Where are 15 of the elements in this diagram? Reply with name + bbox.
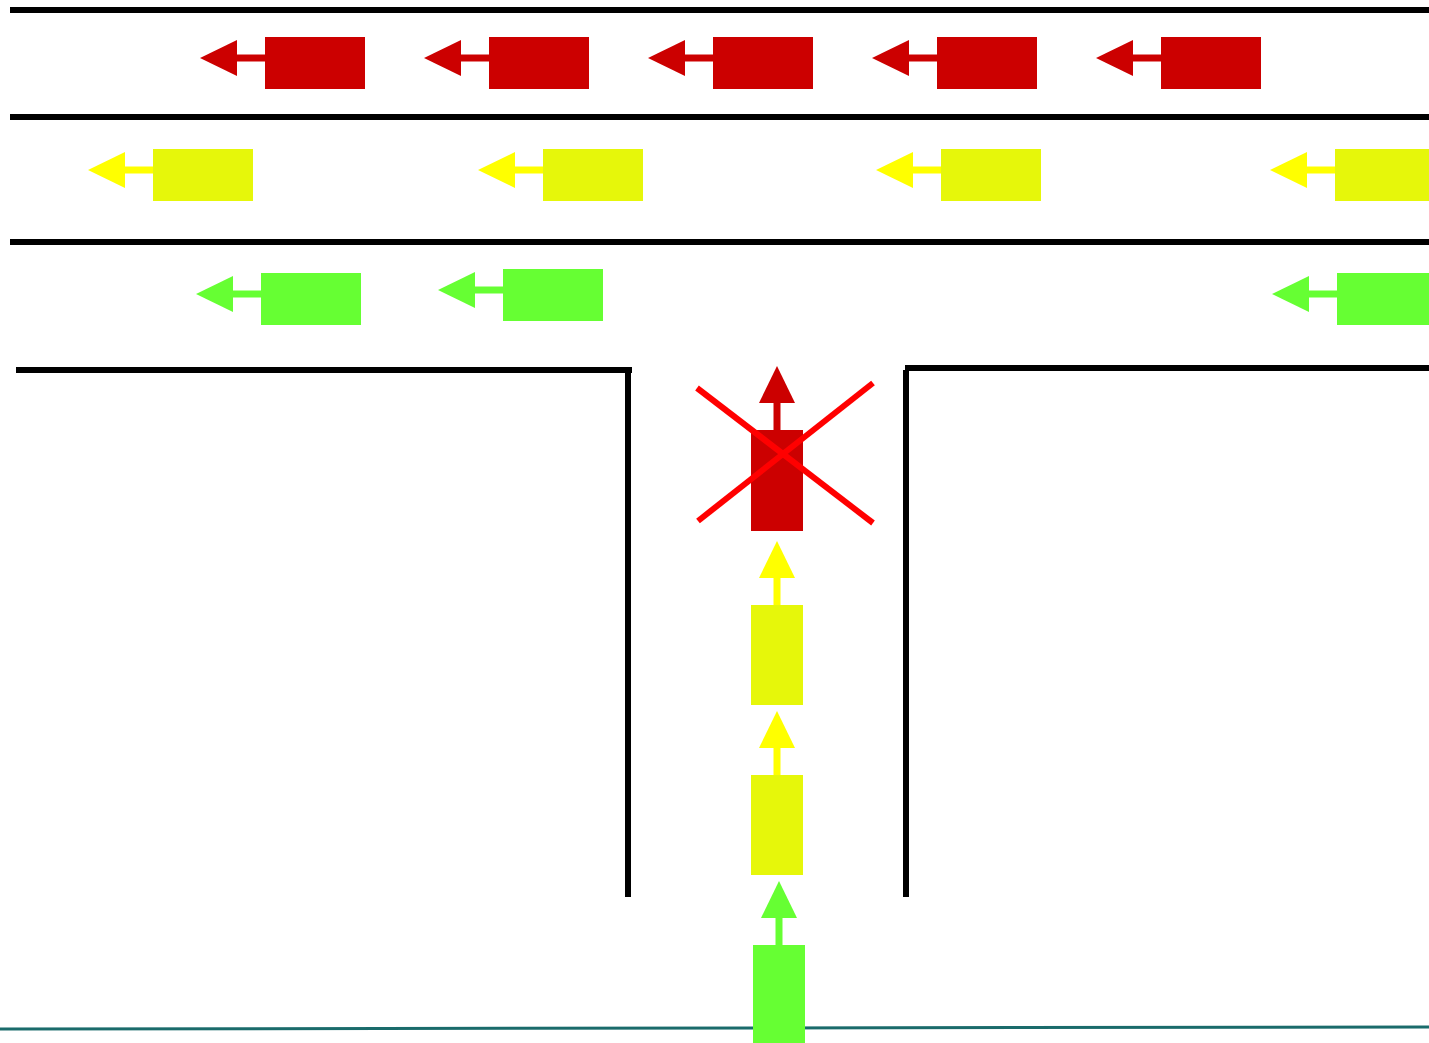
car: [941, 149, 1041, 201]
car: [265, 37, 365, 89]
car: [713, 37, 813, 89]
car: [751, 605, 803, 705]
car: [153, 149, 253, 201]
car: [1335, 149, 1429, 201]
car: [753, 945, 805, 1043]
car: [543, 149, 643, 201]
car: [503, 269, 603, 321]
car: [261, 273, 361, 325]
car: [489, 37, 589, 89]
car: [1161, 37, 1261, 89]
car: [751, 775, 803, 875]
car: [1337, 273, 1429, 325]
car: [937, 37, 1037, 89]
